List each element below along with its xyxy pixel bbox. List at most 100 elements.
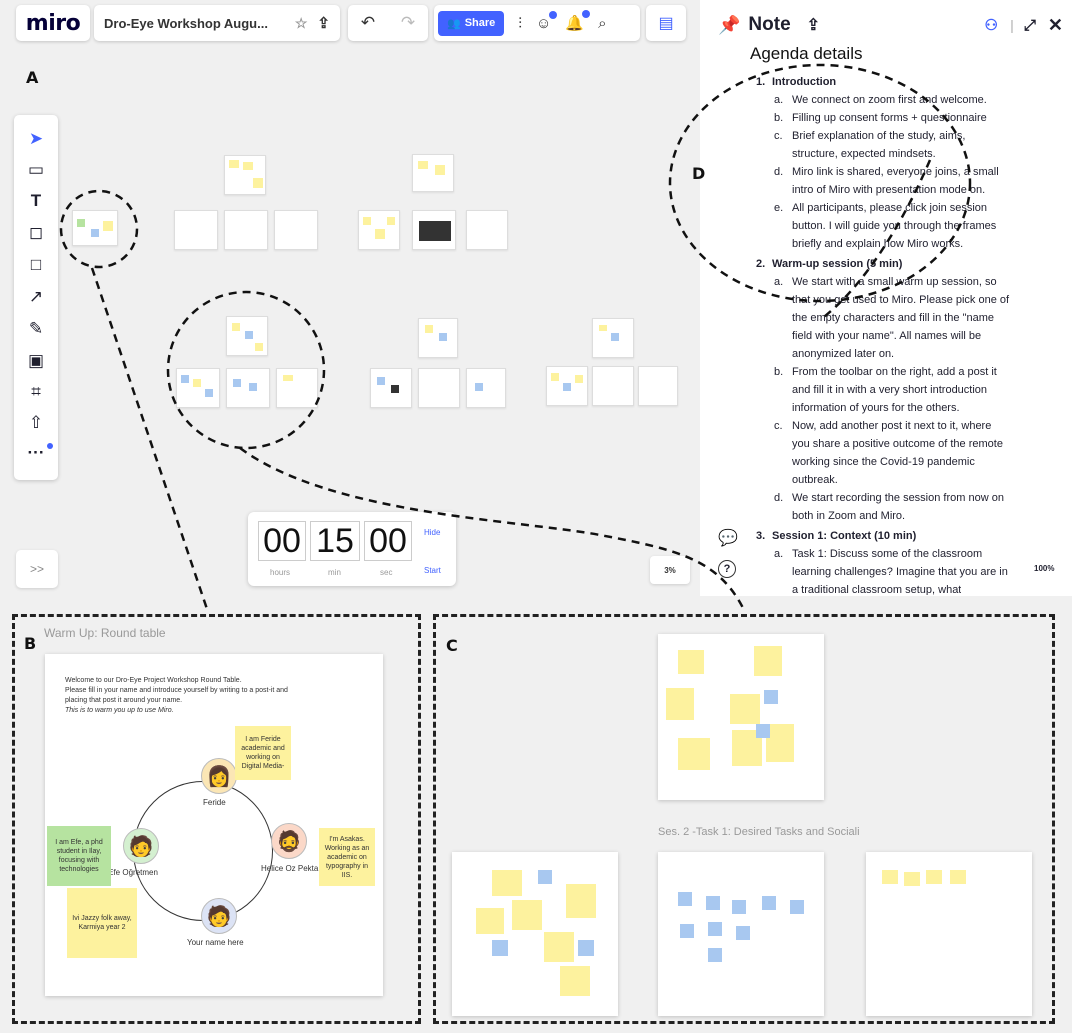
redo-icon[interactable]: ↷ [400, 13, 416, 32]
sticky-note-icon[interactable]: ◻ [28, 223, 44, 242]
board-title-box[interactable]: Dro-Eye Workshop Augu... ☆ ⇪ [94, 5, 340, 41]
board-frame[interactable] [592, 318, 634, 358]
arrow-icon[interactable]: ↗ [28, 287, 44, 306]
agenda-sub-item: Filling up consent forms + questionnaire [792, 112, 987, 124]
settings-sliders-icon[interactable]: ⫶ [518, 14, 523, 32]
more-icon[interactable]: ··· [27, 443, 45, 462]
board-frame[interactable] [224, 210, 268, 250]
sticky-note[interactable]: I'm Asakas. Working as an academic on ty… [319, 828, 375, 886]
agenda-sub-item: From the toolbar on the right, add a pos… [792, 366, 997, 378]
timer-seconds: 00 [364, 521, 412, 561]
session-frame[interactable] [658, 634, 824, 800]
board-frame[interactable] [412, 210, 456, 250]
notifications-bell-icon[interactable]: 🔔 [565, 10, 591, 32]
board-frame[interactable] [174, 210, 218, 250]
agenda-sub-marker: c. [774, 420, 783, 432]
board-frame[interactable] [466, 210, 508, 250]
zoom-level-left[interactable]: 3% [650, 556, 690, 584]
countdown-timer: 00 15 00 hours min sec Hide Start [248, 512, 456, 586]
avatar: 🧔 [271, 823, 307, 859]
agenda-sub-marker: c. [774, 130, 783, 142]
agenda-sub-item: We start recording the session from now … [792, 492, 1004, 504]
frame-c-section-title: Ses. 2 -Task 1: Desired Tasks and Social… [658, 826, 860, 838]
agenda-sub-marker: b. [774, 112, 784, 124]
agenda-sub-item: structure, expected mindsets. [792, 148, 936, 160]
frame-icon[interactable]: ⌗ [31, 382, 41, 401]
users-icon: 👥 [447, 17, 461, 30]
notes-toggle-button[interactable]: ▤ [646, 5, 686, 41]
help-icon[interactable]: ? [718, 560, 736, 578]
figure-label-d: D [692, 164, 706, 183]
export-icon[interactable]: ⇪ [317, 15, 330, 32]
board-frame[interactable] [592, 366, 634, 406]
undo-icon[interactable]: ↶ [360, 13, 376, 32]
agenda-sub-item: Brief explanation of the study, aims, [792, 130, 966, 142]
task-frame[interactable] [452, 852, 618, 1016]
board-frame[interactable] [224, 155, 266, 195]
detail-frame-c [433, 614, 1055, 1024]
figure-label-a: A [26, 68, 39, 87]
agenda-sub-item: Task 1: Discuss some of the classroom [792, 548, 983, 560]
pin-icon[interactable]: 📌 [718, 14, 741, 35]
select-icon[interactable]: ➤ [28, 129, 44, 148]
search-icon[interactable]: ⌕ [598, 14, 607, 32]
board-frame[interactable] [546, 366, 588, 406]
expand-panel-button[interactable]: >> [16, 550, 58, 588]
comment-icon[interactable]: ▣ [27, 351, 45, 370]
agenda-sub-marker: b. [774, 366, 784, 378]
text-icon[interactable]: T [30, 191, 42, 210]
close-icon[interactable]: ✕ [1047, 14, 1063, 35]
timer-start-button[interactable]: Start [424, 566, 441, 575]
chat-bubble-icon[interactable]: 💬 [718, 530, 738, 547]
board-frame[interactable] [370, 368, 412, 408]
share-button[interactable]: 👥 Share [438, 10, 505, 36]
timer-minutes: 15 [310, 521, 360, 561]
reactions-icon[interactable]: ☺ [536, 10, 558, 32]
shape-icon[interactable]: □ [30, 255, 42, 274]
board-frame[interactable] [418, 318, 458, 358]
avatar: 🧑 [201, 898, 237, 934]
pen-icon[interactable]: ✎ [28, 319, 44, 338]
board-frame[interactable] [276, 368, 318, 408]
board-frame[interactable] [466, 368, 506, 408]
figure-label-c: C [446, 636, 458, 655]
star-icon[interactable]: ☆ [294, 14, 308, 31]
sticky-note[interactable]: I am Feride academic and working on Digi… [235, 726, 291, 780]
board-frame[interactable] [274, 210, 318, 250]
sticky-note[interactable]: I am Efe, a phd student in Ilay, focusin… [47, 826, 111, 886]
miro-board-canvas[interactable] [0, 0, 700, 596]
left-toolbar: ➤ ▭ T ◻ □ ↗ ✎ ▣ ⌗ ⇧ ··· [14, 115, 58, 480]
sticky-note[interactable]: Ivi Jazzy folk away, Karmiya year 2 [67, 888, 137, 958]
board-frame[interactable] [418, 368, 460, 408]
board-frame[interactable] [638, 366, 678, 406]
timer-hours: 00 [258, 521, 306, 561]
export-icon[interactable]: ⇪ [806, 17, 821, 34]
task-frame[interactable] [866, 852, 1032, 1016]
board-frame[interactable] [176, 368, 220, 408]
agenda-sub-marker: a. [774, 276, 784, 288]
board-frame[interactable] [226, 316, 268, 356]
board-frame[interactable] [358, 210, 400, 250]
miro-logo[interactable]: miro [16, 5, 90, 41]
timer-hide-button[interactable]: Hide [424, 528, 441, 537]
assign-user-icon[interactable]: ⚇ [984, 17, 998, 34]
board-frame[interactable] [226, 368, 270, 408]
zoom-level-right[interactable]: 100% [1034, 564, 1055, 573]
agenda-sub-item: Now, add another post it next to it, whe… [792, 420, 992, 432]
zoom-circle-b [59, 189, 139, 269]
upload-icon[interactable]: ⇧ [28, 413, 44, 432]
templates-icon[interactable]: ▭ [27, 160, 45, 179]
participant-name: Helice Oz Pekta [261, 864, 319, 873]
intro-line: Please fill in your name and introduce y… [65, 687, 288, 694]
board-frame[interactable] [72, 210, 118, 246]
fullscreen-icon[interactable]: ⤢ [1023, 16, 1036, 34]
agenda-item-title: Introduction [772, 76, 837, 88]
warm-up-frame[interactable]: Welcome to our Dro-Eye Project Workshop … [45, 654, 383, 996]
note-header: 📌 Note ⇪ ⚇ | ⤢ ✕ [718, 10, 1063, 40]
task-frame[interactable] [658, 852, 824, 1016]
figure-label-b: B [24, 634, 37, 653]
agenda-sub-item: field with your name". All names will be [792, 330, 982, 342]
board-title[interactable]: Dro-Eye Workshop Augu... [104, 15, 268, 31]
board-frame[interactable] [412, 154, 454, 192]
zoom-circle-d [668, 63, 972, 303]
